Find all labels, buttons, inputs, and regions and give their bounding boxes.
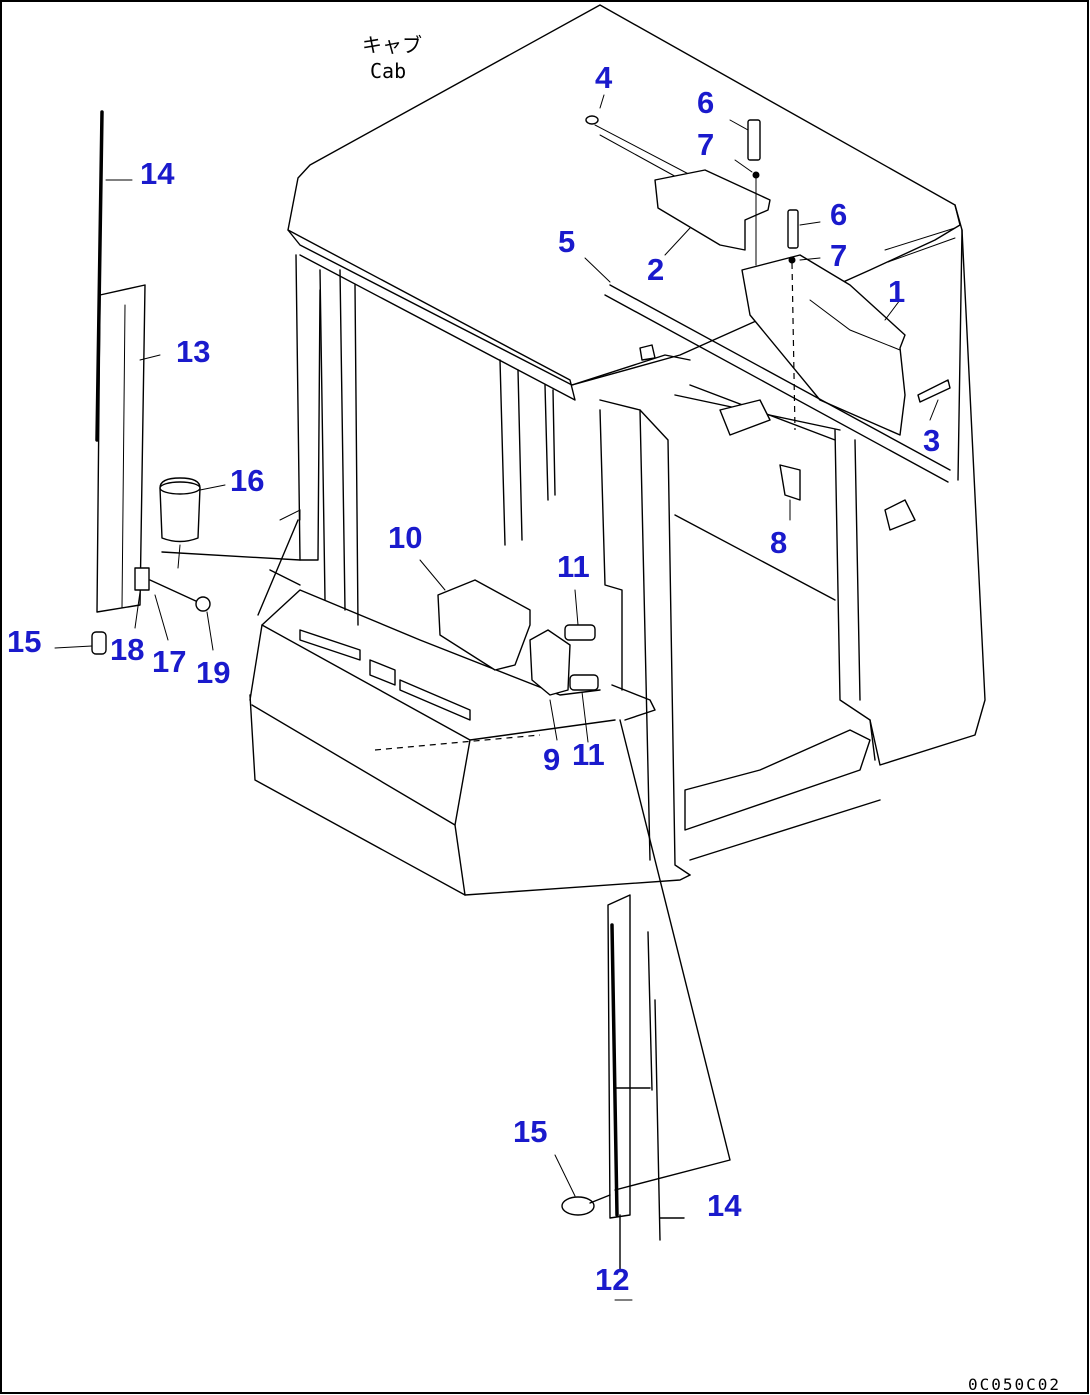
bracket-18 [134,567,150,591]
callout-8: 8 [770,525,787,560]
blade-14-upper [95,110,104,442]
callout-19: 19 [196,655,230,690]
drawing-code: 0C050C02 [968,1375,1061,1394]
screw-upper [747,119,761,161]
callout-15-lower: 15 [513,1114,547,1149]
door-wiper-arm-12 [607,894,631,1219]
callout-14-upper: 14 [140,156,175,191]
wiper-pin [917,379,951,403]
callout-10: 10 [388,520,422,555]
caption-japanese: キャブ [362,33,422,57]
console-parts [437,579,599,696]
callout-12: 12 [595,1262,629,1297]
nozzle-15-lower [561,1196,595,1216]
connector-11-lower [569,674,599,691]
connector-11-upper [564,624,596,641]
callout-9: 9 [543,742,560,777]
console-front [249,694,691,896]
screw-lower [787,209,799,249]
callout-3: 3 [923,423,940,458]
callout-16: 16 [230,463,264,498]
leader-lines [54,94,939,1301]
console-cover-10 [437,579,531,671]
caption-english: Cab [370,59,406,83]
callout-11-lower: 11 [572,737,605,772]
callout-7-upper: 7 [697,127,714,162]
callout-1: 1 [888,274,905,309]
left-washer-assembly [91,110,301,655]
door-outline [614,719,731,1191]
pin-top [585,115,599,125]
floor-right [684,729,871,831]
wiper-rail [609,284,951,471]
front-pillar-right [599,399,691,876]
wiper-motor-cover-lower [741,254,906,436]
callout-18: 18 [110,632,144,667]
callout-5: 5 [558,224,575,259]
washer-lower [788,256,796,264]
bracket-8 [779,464,801,501]
front-pillar-left [295,254,321,561]
callout-2: 2 [647,252,664,287]
callout-4: 4 [595,60,613,95]
callout-17: 17 [152,644,186,679]
callout-13: 13 [176,334,210,369]
nozzle-15-left [91,631,107,655]
wiper-upper-assembly [585,115,956,531]
cab-body [161,4,986,1191]
callouts: 1 2 3 4 5 6 6 7 7 8 9 10 11 11 12 13 14 … [7,60,940,1297]
callout-14-lower: 14 [707,1188,742,1223]
callout-11-upper: 11 [557,549,590,584]
wiper-arm-13 [96,284,146,613]
callout-6-upper: 6 [697,85,714,120]
bolt-19 [195,596,211,612]
cab-right-wall [869,204,986,766]
callout-15-left: 15 [7,624,41,659]
bracket-9 [529,629,571,696]
callout-7-lower: 7 [830,238,847,273]
washer-upper [752,171,760,179]
wiper-motor-cover-upper [654,169,771,251]
callout-6-lower: 6 [830,197,847,232]
door-wiper-assembly [561,894,685,1271]
blade-14-lower [654,999,661,1241]
